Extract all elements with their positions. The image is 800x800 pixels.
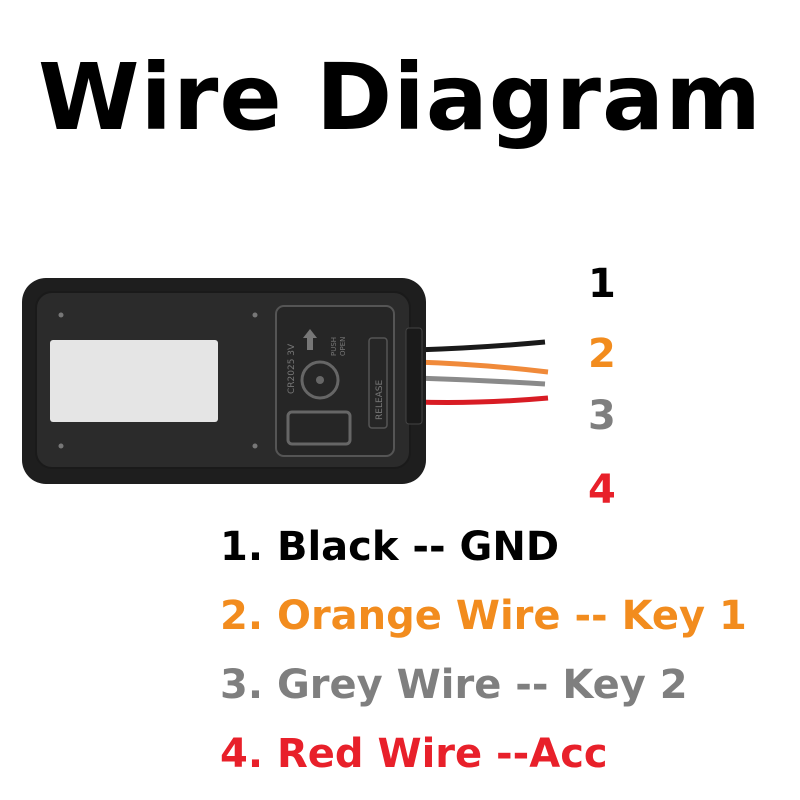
legend-grey-key2: 3. Grey Wire -- Key 2 <box>220 662 688 708</box>
cell-label: CR2025 3V <box>287 343 297 394</box>
wire-number-2: 2 <box>588 331 616 377</box>
release-tab <box>368 337 388 429</box>
latch-shape <box>286 410 352 446</box>
wire-red <box>414 395 549 405</box>
open-label: OPEN <box>339 337 347 356</box>
coin-cell-icon <box>300 360 340 400</box>
diagram-title: Wire Diagram <box>38 44 762 151</box>
wire-number-1: 1 <box>588 261 616 307</box>
screw-icon <box>58 443 64 449</box>
legend-orange-key1: 2. Orange Wire -- Key 1 <box>220 593 747 639</box>
led-window <box>50 340 218 422</box>
wire-number-3: 3 <box>588 393 616 439</box>
screw-icon <box>58 312 64 318</box>
wire-grey <box>414 375 546 387</box>
wire-bundle <box>414 339 549 405</box>
wire-orange <box>414 359 549 375</box>
legend-red-acc: 4. Red Wire --Acc <box>220 731 608 777</box>
battery-cover <box>275 305 395 457</box>
wire-grommet <box>405 327 423 425</box>
screw-icon <box>252 312 258 318</box>
open-arrow-icon <box>303 329 317 338</box>
wire-number-4: 4 <box>588 467 616 513</box>
wire-black <box>414 339 546 353</box>
screw-icon <box>252 443 258 449</box>
push-label: PUSH <box>330 337 338 356</box>
legend-black-gnd: 1. Black -- GND <box>220 524 560 570</box>
release-label: RELEASE <box>375 379 385 420</box>
